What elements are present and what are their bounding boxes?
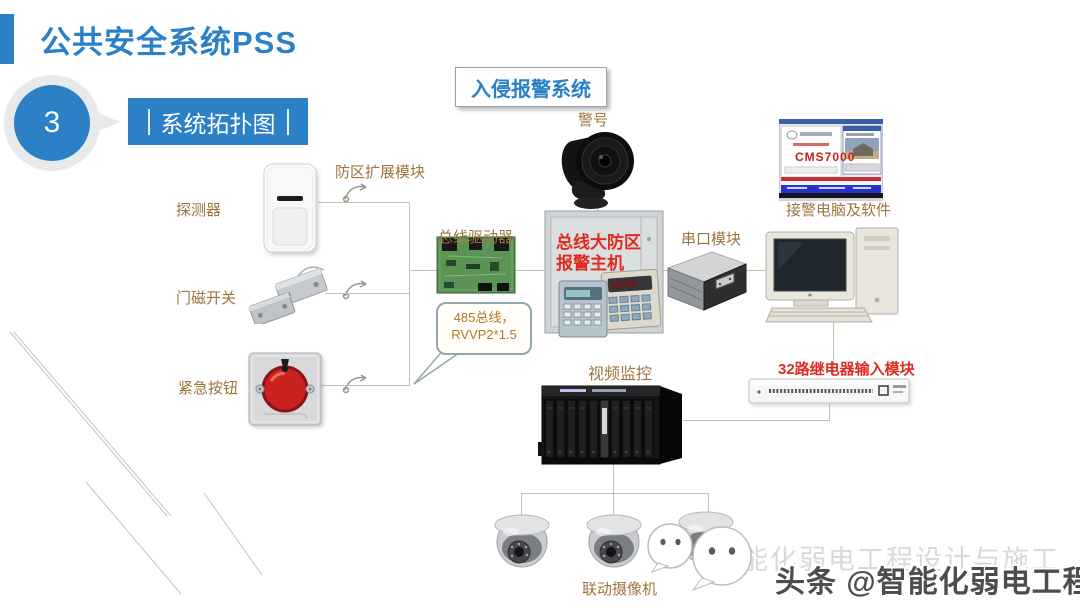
line-panic-bus <box>318 385 410 386</box>
bus-note-bubble: 485总线， RVVP2*1.5 <box>436 302 532 355</box>
line-pc-to-relay <box>833 320 834 376</box>
relay-module-device <box>747 373 915 407</box>
host-keypad-left <box>558 280 608 338</box>
serial-module-device <box>660 244 750 314</box>
serial-module-label: 串口模块 <box>681 231 742 248</box>
door-contact-device <box>248 262 332 324</box>
line-host-to-serial <box>660 270 674 271</box>
line-detector-bus <box>318 202 410 203</box>
cms-software-title: CMS7000 <box>795 150 856 164</box>
decor-bar-left <box>147 108 150 135</box>
line-camera-bus <box>521 493 709 494</box>
diagram-title-box: 入侵报警系统 <box>455 67 607 107</box>
line-matrix-down <box>613 464 614 493</box>
video-matrix-label: 视频监控 <box>588 366 653 383</box>
line-relay-down <box>829 404 830 421</box>
pc-device <box>764 222 904 326</box>
bus-note-line2: RVVP2*1.5 <box>451 327 517 342</box>
detector-device <box>261 162 319 255</box>
siren-device <box>555 117 637 213</box>
bus-note-line1: 485总线， <box>453 310 515 325</box>
alarm-host-device <box>543 207 667 341</box>
camera-1 <box>489 514 555 574</box>
pc-label: 接警电脑及软件 <box>786 202 892 219</box>
alarm-host-label-line1: 总线大防区 <box>556 233 641 252</box>
cms-software-window <box>779 119 883 201</box>
section-number-pointer <box>94 111 120 133</box>
line-drop-camera1 <box>521 493 522 519</box>
bus-driver-label: 总线驱动器 <box>438 229 514 246</box>
section-number: 3 <box>43 106 61 139</box>
diagram-title: 入侵报警系统 <box>471 78 591 101</box>
line-drop-camera2 <box>613 493 614 519</box>
alarm-host-label: 总线大防区 报警主机 <box>556 232 641 274</box>
corner-accent-bar <box>0 14 14 64</box>
panic-button-device <box>247 351 323 429</box>
line-serial-to-pc <box>744 270 772 271</box>
wechat-watermark-icon <box>647 523 752 592</box>
door-contact-label: 门磁开关 <box>176 290 237 307</box>
cameras-label: 联动摄像机 <box>582 581 658 598</box>
line-door-bus <box>325 293 410 294</box>
panic-button-label: 紧急按钮 <box>178 380 239 397</box>
section-title: 系统拓扑图 <box>160 110 276 137</box>
line-bus-vertical <box>409 202 410 386</box>
section-title-box: 系统拓扑图 <box>128 98 308 145</box>
zone-expander-label: 防区扩展模块 <box>335 164 426 181</box>
video-matrix-device <box>536 374 686 470</box>
relay-module-label: 32路继电器输入模块 <box>778 361 915 378</box>
watermark-light: 智能化弱电工程设计与施工 <box>712 545 1060 575</box>
line-driver-to-host <box>513 270 547 271</box>
host-keypad-right <box>600 268 662 331</box>
line-relay-to-matrix <box>683 420 830 421</box>
detector-label: 探测器 <box>176 202 222 219</box>
alarm-host-label-line2: 报警主机 <box>556 254 624 273</box>
line-bus-to-driver <box>410 270 438 271</box>
camera-2 <box>581 514 647 574</box>
page-title: 公共安全系统PSS <box>40 25 298 60</box>
bus-driver-device <box>436 236 516 294</box>
line-drop-camera3 <box>708 493 709 516</box>
decor-bar-right <box>286 108 289 135</box>
watermark-dark: 头条 @智能化弱电工程 <box>775 566 1080 599</box>
section-number-badge: 3 <box>14 85 90 161</box>
siren-label: 警号 <box>578 112 609 129</box>
